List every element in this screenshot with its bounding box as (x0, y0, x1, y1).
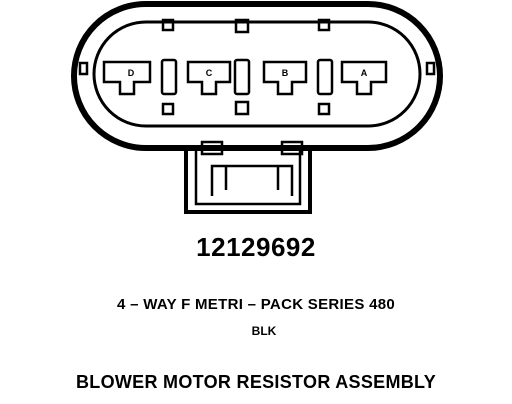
connector-outer-housing (71, 1, 443, 151)
latch-block (184, 146, 312, 214)
connector-inner-housing (92, 20, 422, 128)
latch-tab-left (200, 140, 224, 156)
top-key-right (317, 18, 331, 32)
terminal-label-c: C (206, 68, 213, 78)
latch-inner-detail (210, 164, 294, 196)
separator-post-1 (160, 58, 178, 96)
top-key-left (161, 18, 175, 32)
separator-post-3 (316, 58, 334, 96)
bottom-key-left (161, 102, 175, 116)
terminal-cavity-b (262, 60, 308, 96)
terminal-cavity-c (186, 60, 232, 96)
terminal-cavity-a (340, 60, 388, 96)
bottom-key-right (317, 102, 331, 116)
wire-color-label: BLK (251, 324, 277, 338)
latch-tab-right (280, 140, 304, 156)
terminal-label-b: B (282, 68, 289, 78)
bottom-key-middle (234, 100, 250, 116)
assembly-title: BLOWER MOTOR RESISTOR ASSEMBLY (75, 372, 437, 392)
terminal-cavity-d (102, 60, 152, 96)
housing-notch-right (425, 61, 436, 76)
part-number: 12129692 (196, 232, 316, 262)
connector-description: 4 – WAY F METRI – PACK SERIES 480 (116, 296, 396, 313)
terminal-label-d: D (128, 68, 135, 78)
housing-notch-left (78, 61, 89, 76)
separator-post-2 (233, 58, 251, 96)
top-key-middle (234, 18, 250, 34)
latch-frame-inner (194, 148, 302, 206)
terminal-label-a: A (361, 68, 368, 78)
